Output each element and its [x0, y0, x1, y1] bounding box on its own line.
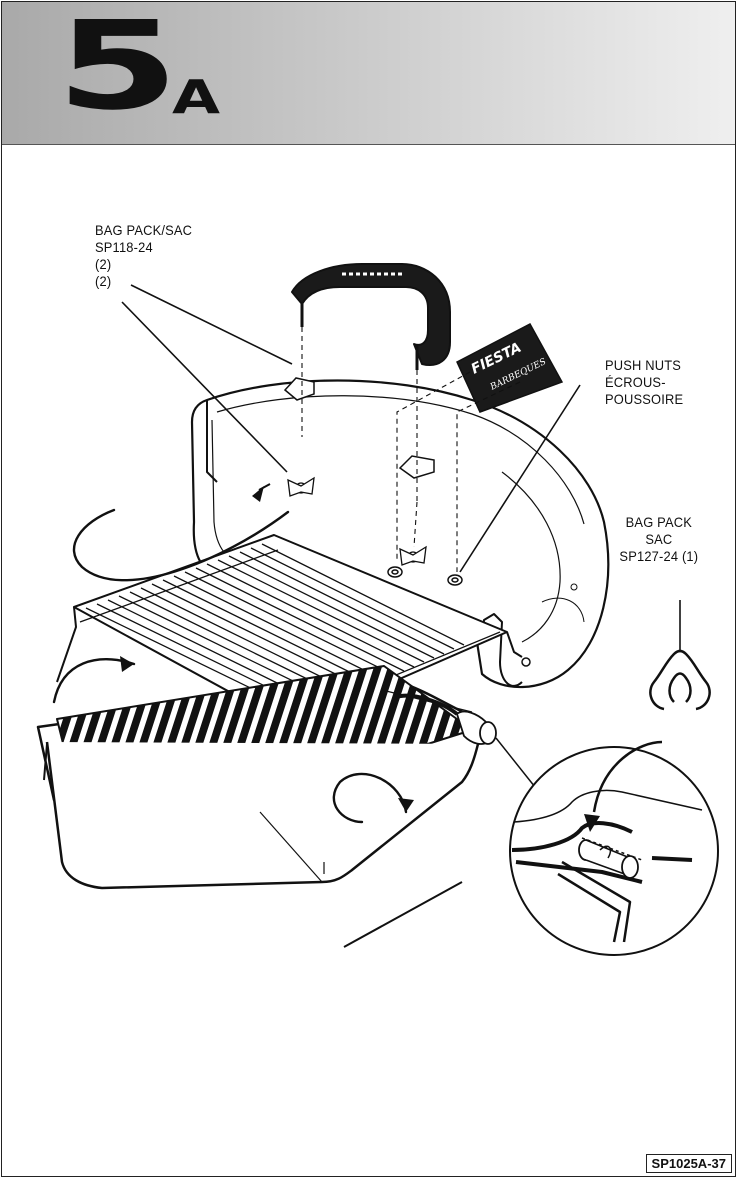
step-header: 5 A: [2, 2, 735, 145]
callout-line: (2): [95, 256, 112, 272]
callout-line: ÉCROUS-: [605, 374, 666, 390]
callout-line: SAC: [645, 531, 673, 547]
callout-line: POUSSOIRE: [605, 391, 684, 407]
push-nut: [387, 566, 463, 586]
hinge: [381, 689, 497, 745]
part-number-label: SP1025A-37: [645, 1154, 732, 1173]
callout-line: SP118-24: [95, 239, 153, 255]
callout-line: PUSH NUTS: [605, 357, 682, 373]
hitch-pin-clip: [649, 649, 711, 711]
callout-line: BAG PACK: [625, 514, 693, 530]
callout-line: BAG PACK/SAC: [95, 222, 193, 238]
step-number: 5: [56, 0, 179, 137]
hinge-detail-view: [509, 740, 719, 956]
lid-handle: [291, 263, 451, 370]
wing-nut: [287, 476, 427, 566]
callout-bag-pack-sp127: BAG PACK SAC SP127-24 (1): [619, 514, 698, 565]
callout-bag-pack-sp118: BAG PACK/SAC SP118-24 (2) (2): [95, 222, 192, 290]
assembly-dash-lines: [301, 327, 521, 572]
callout-push-nuts: PUSH NUTS ÉCROUS- POUSSOIRE: [605, 357, 683, 408]
callout-line: (2): [95, 273, 112, 289]
logo-plate: FIESTA BARBEQUES: [456, 322, 564, 413]
step-letter: A: [172, 70, 221, 124]
callout-line: SP127-24 (1): [619, 548, 699, 564]
